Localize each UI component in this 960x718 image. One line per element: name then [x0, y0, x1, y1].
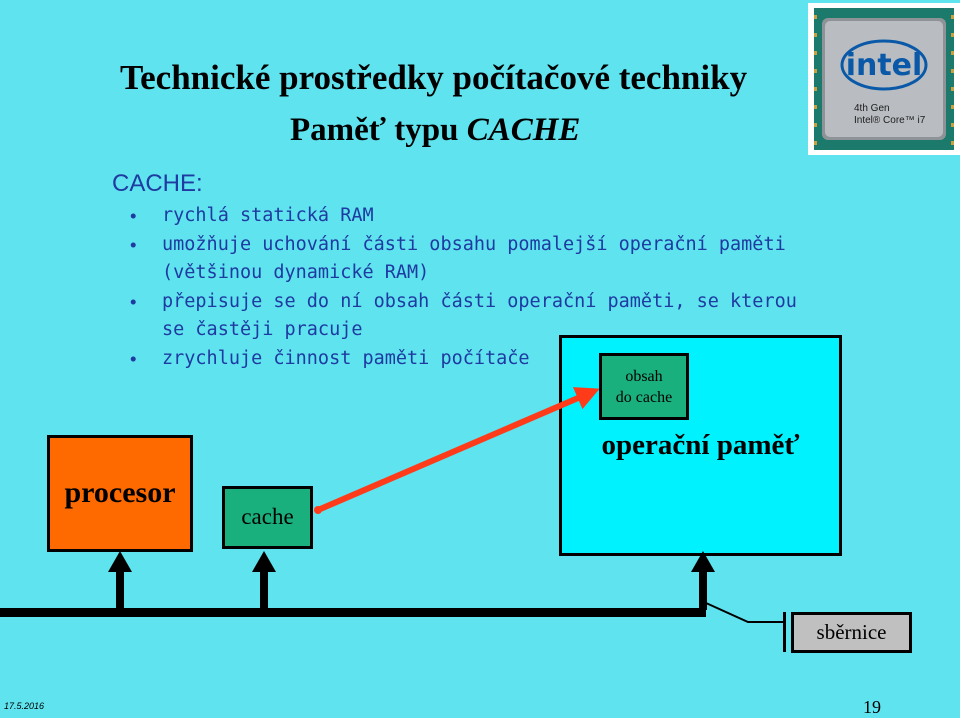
ram-bus-connector: [691, 551, 715, 610]
ram-label: operační paměť: [559, 429, 842, 462]
cache-heading: CACHE:: [112, 170, 203, 198]
bus-label-leader: [706, 603, 784, 622]
page-number: 19: [863, 697, 881, 718]
chip-generation: 4th Gen: [854, 103, 890, 114]
subtitle-emphasis: CACHE: [467, 112, 581, 148]
cache-bus-connector: [252, 551, 276, 610]
bus-label-tick: [783, 612, 786, 652]
slide-date: 17.5.2016: [4, 701, 44, 711]
procesor-label: procesor: [47, 476, 193, 510]
transfer-arrow: [318, 392, 592, 510]
chip-brand: intel: [846, 48, 923, 83]
slide-title: Technické prostředky počítačové techniky: [120, 58, 747, 98]
ram-content-line-1: obsah: [599, 366, 689, 387]
intel-chip-image: intel 4th Gen Intel® Core™ i7: [808, 3, 960, 155]
chip-model: Intel® Core™ i7: [854, 115, 926, 126]
procesor-bus-connector: [108, 551, 132, 610]
bus-label: sběrnice: [791, 620, 912, 645]
subtitle-prefix: Paměť typu: [290, 112, 467, 148]
transfer-arrow-start: [314, 506, 322, 514]
bullet-item: umožňuje uchování části obsahu pomalejší…: [130, 231, 830, 288]
cache-label: cache: [222, 504, 313, 530]
slide-subtitle: Paměť typu CACHE: [290, 112, 580, 149]
bullet-item: rychlá statická RAM: [130, 202, 830, 231]
ram-content-label: obsah do cache: [599, 366, 689, 408]
bus-line: [0, 608, 706, 617]
ram-content-line-2: do cache: [599, 387, 689, 408]
